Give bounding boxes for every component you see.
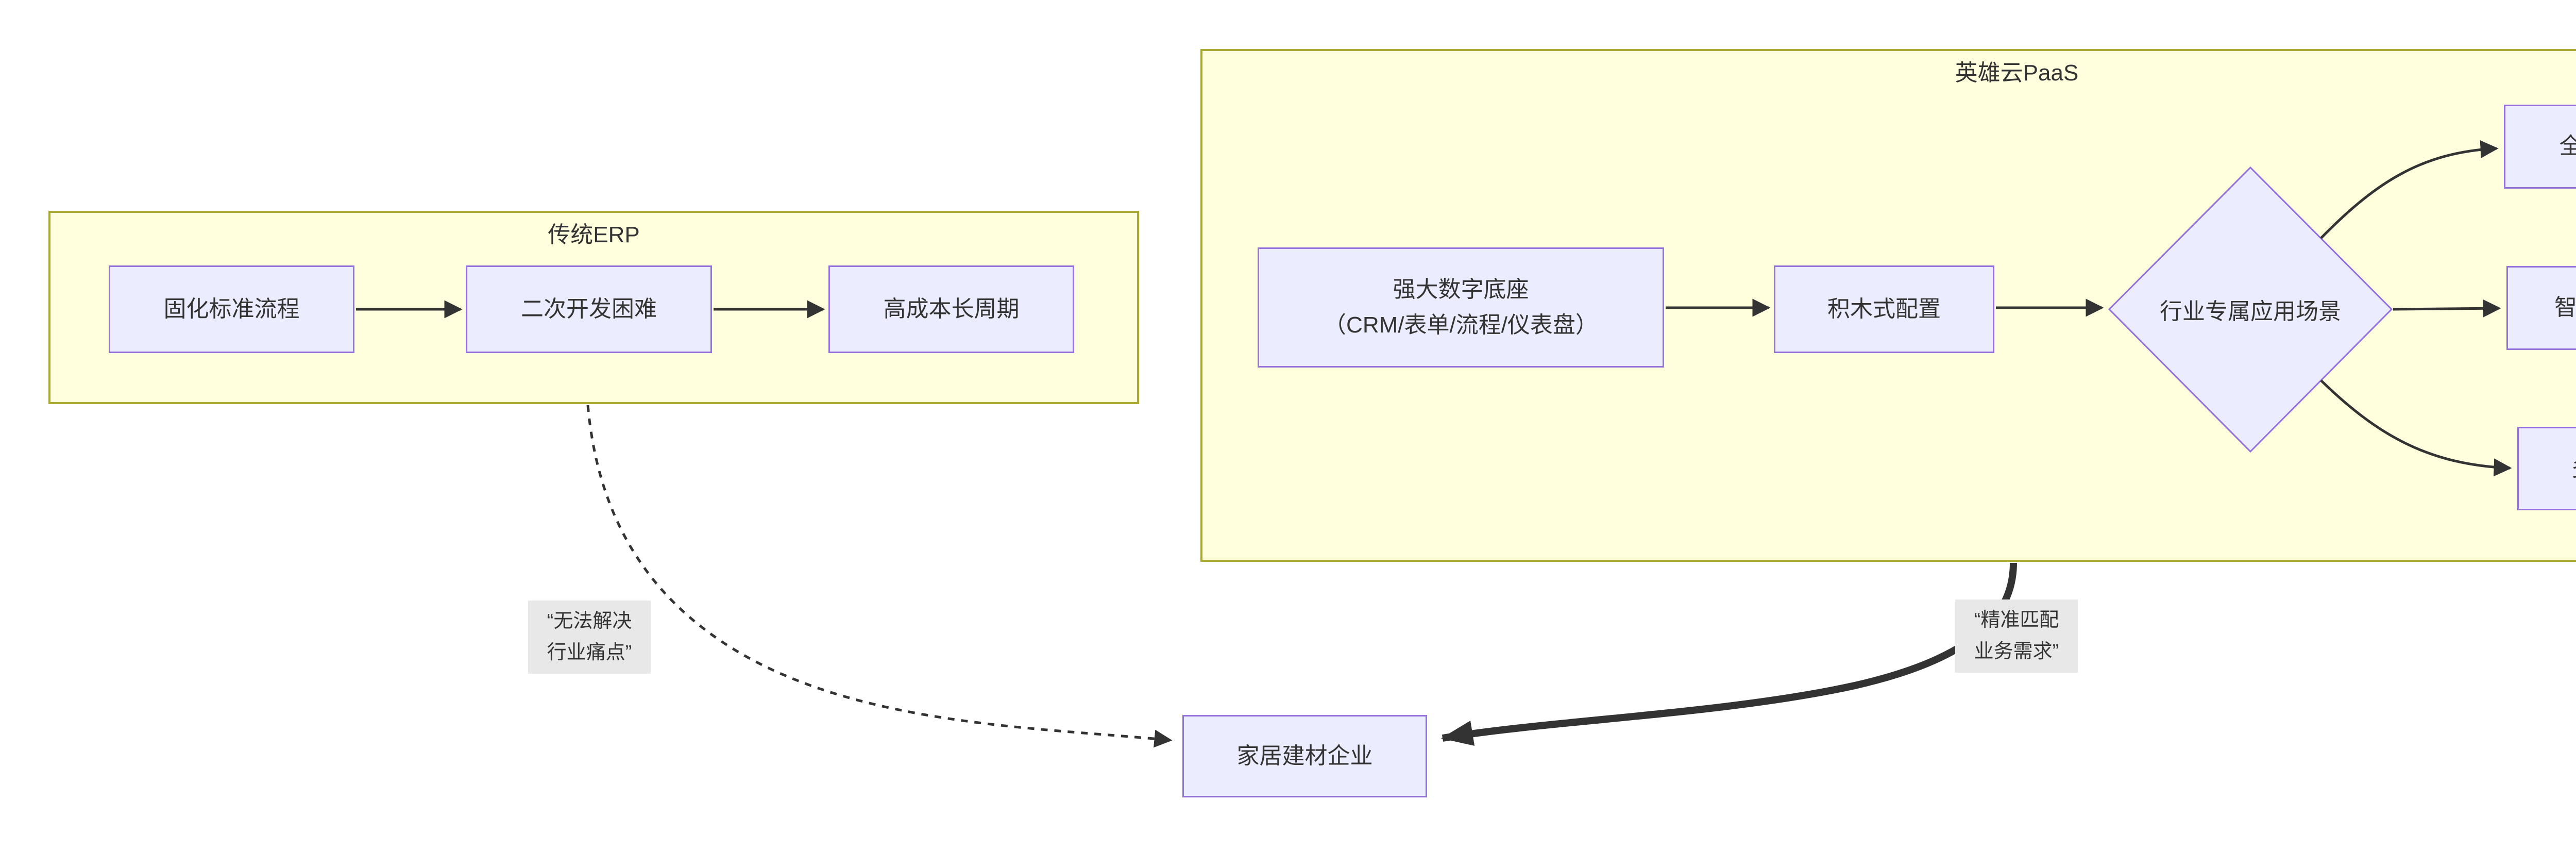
node-high-cost-long-cycle: 高成本长周期: [828, 265, 1074, 353]
subgraph-hero-cloud-paas-title: 英雄云PaaS: [1955, 60, 2079, 86]
edge-label-precise-match: “精准匹配 业务需求”: [1955, 599, 2078, 673]
node-high-cost-long-cycle-label: 高成本长周期: [883, 296, 1020, 322]
edge-erp-to-enterprise-dotted: [586, 405, 1173, 748]
node-block-style-config-label: 积木式配置: [1827, 296, 1941, 322]
node-secondary-dev-difficulty-label: 二次开发困难: [521, 296, 657, 322]
edge-label-cannot-solve-line1: “无法解决: [547, 610, 632, 632]
node-industry-scenarios: 行业专属应用场景: [2122, 288, 2379, 331]
edge-diamond-to-inventory: [2320, 379, 2512, 477]
node-smart-bom-mrp-label: 智能BOM与MRP: [2554, 295, 2576, 321]
node-multilevel-inventory-sync: 多级库存协同: [2517, 427, 2576, 510]
diamond-industry-scenarios-shape: [2108, 166, 2393, 453]
node-digital-foundation-line1: 强大数字底座: [1393, 277, 1529, 303]
node-full-process-project-mgmt-label: 全流程项目管理: [2559, 134, 2576, 159]
subgraph-traditional-erp-title: 传统ERP: [548, 222, 640, 247]
edge-diamond-to-bommrp: [2393, 299, 2501, 318]
node-industry-scenarios-label: 行业专属应用场景: [2160, 299, 2341, 324]
node-rigid-standard-process: 固化标准流程: [109, 265, 354, 353]
node-home-building-materials-enterprise: 家居建材企业: [1182, 715, 1427, 797]
node-smart-bom-mrp: 智能BOM与MRP: [2506, 266, 2576, 350]
edge-paas-to-enterprise-thick: [1440, 562, 2017, 746]
node-digital-foundation-line2: （CRM/表单/流程/仪表盘）: [1324, 312, 1598, 338]
edge-label-cannot-solve: “无法解决 行业痛点”: [528, 601, 651, 674]
node-digital-foundation: 强大数字底座 （CRM/表单/流程/仪表盘）: [1258, 247, 1664, 368]
node-home-building-materials-enterprise-label: 家居建材企业: [1236, 743, 1373, 769]
edge-label-precise-match-line2: 业务需求”: [1974, 640, 2059, 662]
node-multilevel-inventory-sync-label: 多级库存协同: [2571, 451, 2576, 486]
node-full-process-project-mgmt: 全流程项目管理: [2504, 105, 2576, 189]
node-block-style-config: 积木式配置: [1774, 265, 1994, 353]
edge-diamond-to-projectmgmt: [2320, 140, 2499, 239]
edge-label-precise-match-line1: “精准匹配: [1974, 609, 2059, 631]
node-secondary-dev-difficulty: 二次开发困难: [466, 265, 712, 353]
edge-label-cannot-solve-line2: 行业痛点”: [547, 641, 632, 663]
node-rigid-standard-process-label: 固化标准流程: [163, 296, 300, 322]
